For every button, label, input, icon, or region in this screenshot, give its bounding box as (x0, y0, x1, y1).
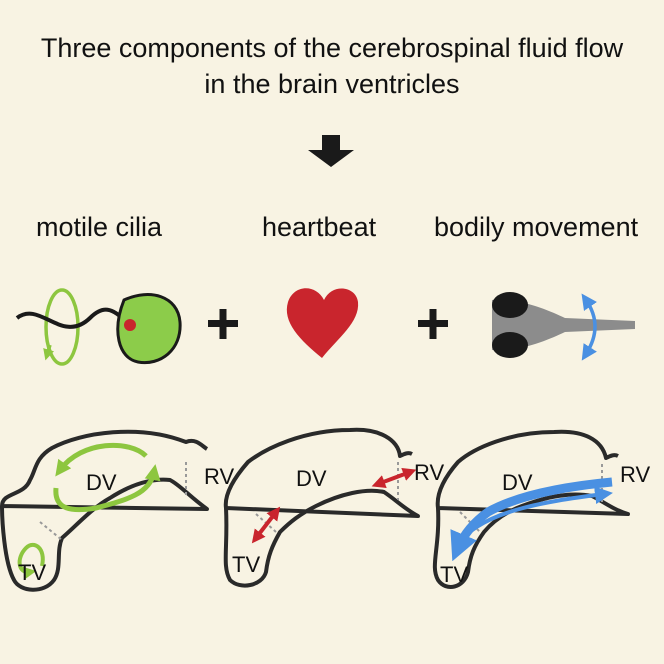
cilium-icon (15, 288, 182, 366)
label-rv: RV (414, 460, 444, 485)
ventricle-panel-bodily-movement: DV RV TV (432, 429, 650, 589)
plus-sign-2 (418, 309, 448, 339)
label-dv: DV (86, 470, 117, 495)
label-tv: TV (18, 560, 46, 585)
plus-sign-1 (208, 309, 238, 339)
heart-icon (286, 288, 359, 358)
label-tv: TV (232, 552, 260, 577)
label-bodily-movement: bodily movement (434, 212, 639, 242)
title-line-2: in the brain ventricles (204, 69, 460, 99)
title-line-1: Three components of the cerebrospinal fl… (40, 33, 624, 63)
label-motile-cilia: motile cilia (36, 212, 163, 242)
label-dv: DV (502, 470, 533, 495)
figure-title: Three components of the cerebrospinal fl… (0, 30, 664, 102)
ventricle-panel-cilia: DV RV TV (0, 429, 234, 592)
label-dv: DV (296, 466, 327, 491)
label-rv: RV (620, 462, 650, 487)
label-heartbeat: heartbeat (262, 212, 377, 242)
fish-larva-icon (492, 292, 635, 361)
ventricle-panel-heartbeat: DV RV TV (223, 427, 444, 588)
down-arrow-icon (308, 135, 354, 167)
label-tv: TV (440, 562, 468, 587)
